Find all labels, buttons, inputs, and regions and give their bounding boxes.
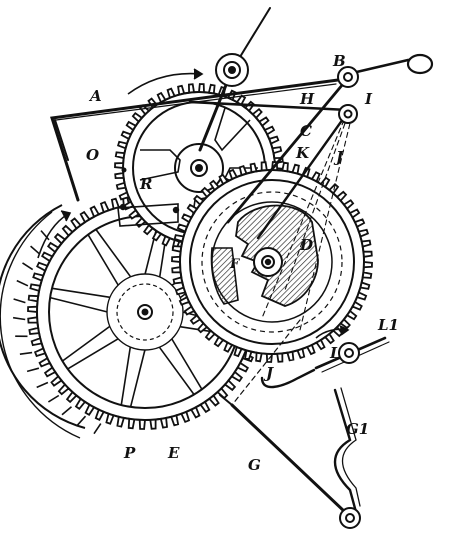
label-g1: G1 xyxy=(346,420,369,438)
pivots xyxy=(215,53,361,529)
label-d: D xyxy=(299,236,313,254)
label-j-upper: J xyxy=(333,148,344,166)
pins xyxy=(119,167,180,214)
escape-wheel-rim-inner xyxy=(189,179,355,345)
handle-loop xyxy=(406,53,434,75)
hook-j xyxy=(260,368,316,389)
escape-arbor xyxy=(261,255,275,269)
click-r xyxy=(117,203,179,227)
main-wheel-spokes xyxy=(49,216,241,408)
rod-c xyxy=(226,76,350,224)
label-a: A xyxy=(88,87,102,105)
levers xyxy=(50,7,434,514)
rod-g xyxy=(230,403,347,514)
arrow-top xyxy=(127,72,201,95)
label-r: R xyxy=(139,175,152,193)
lever-g1 xyxy=(333,388,358,514)
label-j-lower: J xyxy=(263,364,274,382)
escape-wheel-dashed-ring xyxy=(201,191,343,333)
label-f: F xyxy=(229,257,240,272)
lever-a xyxy=(50,78,340,202)
top-wheel-arbor-dot xyxy=(195,164,203,172)
label-l: L xyxy=(329,344,341,362)
label-l1: L1 xyxy=(377,316,399,334)
label-h: H xyxy=(299,90,315,108)
top-wheel-hub xyxy=(174,143,224,193)
main-wheel-hub-dashed xyxy=(116,283,174,341)
label-k: K xyxy=(295,144,310,162)
label-e: E xyxy=(167,444,180,462)
label-c: C xyxy=(300,122,312,140)
main-wheel-hub xyxy=(106,273,184,351)
escape-arbor-dot xyxy=(264,258,272,266)
label-b: B xyxy=(332,52,346,70)
main-wheel-arbor xyxy=(137,304,153,320)
main-wheel-arbor-dot xyxy=(141,308,149,316)
label-g: G xyxy=(248,456,261,474)
label-o: O xyxy=(86,146,99,164)
ratchet-ring xyxy=(0,204,102,439)
label-p: P xyxy=(123,444,136,462)
escape-wheel xyxy=(171,161,373,363)
arrows xyxy=(37,68,350,339)
diagram-labels: A B H I C K J O R D F L1 L J G1 G P E xyxy=(86,52,399,474)
pallet-hatched-lower xyxy=(210,247,239,305)
label-i: I xyxy=(364,90,373,108)
top-wheel-arbor xyxy=(190,159,208,177)
rod-k xyxy=(256,110,350,240)
